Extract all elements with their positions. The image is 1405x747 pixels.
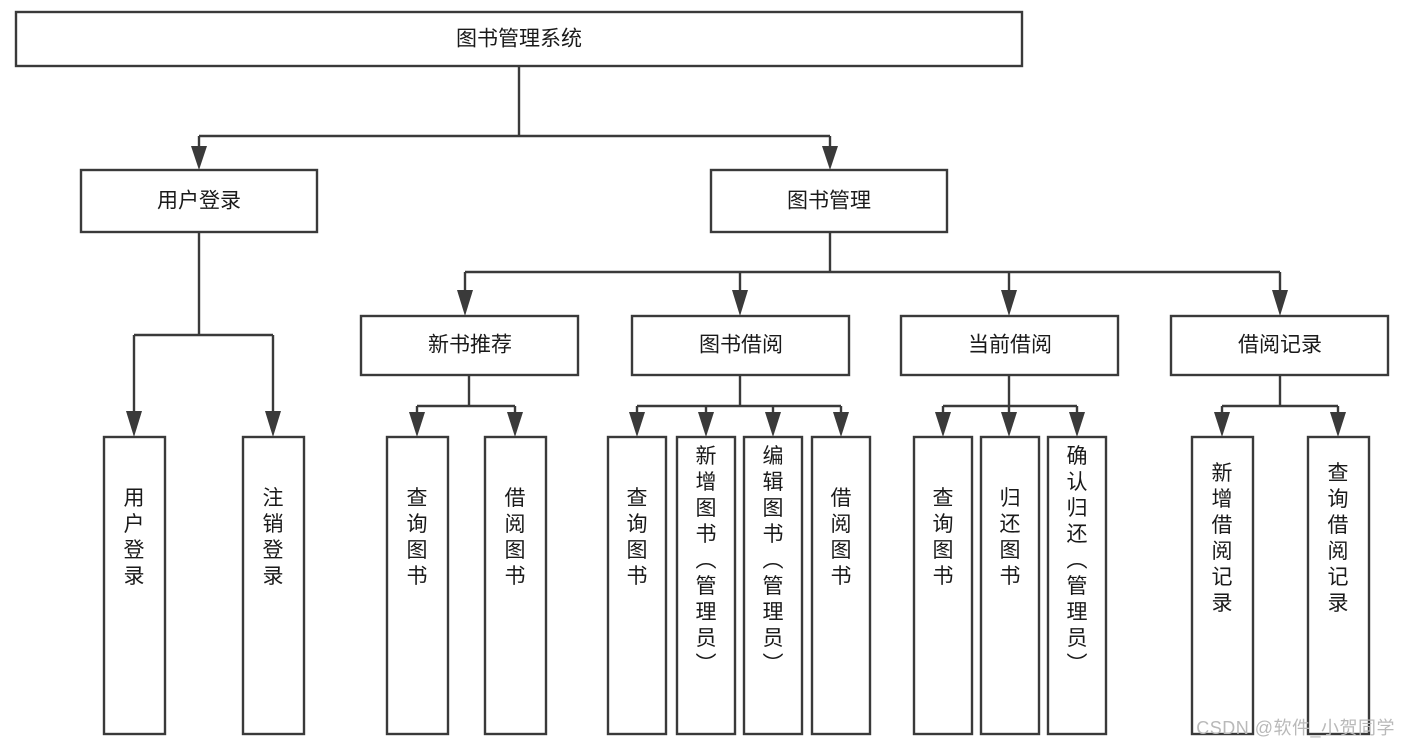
node-leaf-confirm-return[interactable]: 确认归还︵管理员︶ bbox=[1046, 435, 1108, 736]
node-user-login-box[interactable] bbox=[79, 168, 319, 234]
node-root-box[interactable] bbox=[14, 10, 1024, 68]
node-leaf-borrow-book-b-box[interactable] bbox=[810, 435, 872, 736]
arrow-head-user-login bbox=[191, 146, 207, 170]
node-leaf-logout-label: 注销登录 bbox=[263, 487, 284, 588]
node-leaf-borrow-book-rec-label: 借阅图书 bbox=[505, 487, 526, 588]
node-book-manage[interactable]: 图书管理 bbox=[709, 168, 949, 234]
arrow-head-leaf-query-record bbox=[1330, 412, 1346, 437]
node-leaf-add-book-box[interactable] bbox=[675, 435, 737, 736]
node-leaf-confirm-return-label: 确认归还︵管理员︶ bbox=[1067, 445, 1088, 676]
arrow-head-new-book-rec bbox=[457, 290, 473, 316]
node-leaf-logout-box[interactable] bbox=[241, 435, 306, 736]
node-book-manage-label: 图书管理 bbox=[787, 190, 871, 213]
node-leaf-user-login-box[interactable] bbox=[102, 435, 167, 736]
node-leaf-return-book-box[interactable] bbox=[979, 435, 1041, 736]
arrow-head-current-borrow bbox=[1001, 290, 1017, 316]
arrow-head-leaf-borrow-book-rec bbox=[507, 412, 523, 437]
node-leaf-confirm-return-box[interactable] bbox=[1046, 435, 1108, 736]
node-current-borrow-box[interactable] bbox=[899, 314, 1120, 377]
node-leaf-add-record-label: 新增借阅记录 bbox=[1212, 462, 1233, 615]
node-leaf-edit-book[interactable]: 编辑图书︵管理员︶ bbox=[742, 435, 804, 736]
leaf-nodes-layer: 用户登录 注销登录 查询图书 借阅图书 查询图书 新增图书︵管理员︶ bbox=[102, 435, 1371, 736]
node-leaf-query-book-b-label: 查询图书 bbox=[627, 487, 648, 588]
connector-layer bbox=[126, 66, 1346, 437]
node-leaf-borrow-book-rec[interactable]: 借阅图书 bbox=[483, 435, 548, 736]
node-new-book-rec[interactable]: 新书推荐 bbox=[359, 314, 580, 377]
node-leaf-query-book-c[interactable]: 查询图书 bbox=[912, 435, 974, 736]
node-leaf-return-book-label: 归还图书 bbox=[1000, 487, 1021, 588]
node-leaf-query-record-label: 查询借阅记录 bbox=[1328, 462, 1349, 615]
arrow-head-leaf-query-book-rec bbox=[409, 412, 425, 437]
node-leaf-query-book-b[interactable]: 查询图书 bbox=[606, 435, 668, 736]
node-leaf-query-book-c-box[interactable] bbox=[912, 435, 974, 736]
node-book-borrow-label: 图书借阅 bbox=[699, 334, 783, 357]
arrow-head-leaf-query-book-b bbox=[629, 412, 645, 437]
node-leaf-return-book[interactable]: 归还图书 bbox=[979, 435, 1041, 736]
arrow-head-leaf-return-book bbox=[1001, 412, 1017, 437]
node-book-borrow-box[interactable] bbox=[630, 314, 851, 377]
arrow-head-book-manage bbox=[822, 146, 838, 170]
node-leaf-edit-book-label: 编辑图书︵管理员︶ bbox=[763, 445, 784, 676]
node-book-manage-box[interactable] bbox=[709, 168, 949, 234]
node-leaf-query-book-rec-label: 查询图书 bbox=[407, 487, 428, 588]
arrow-head-leaf-edit-book bbox=[765, 412, 781, 437]
node-borrow-record-label: 借阅记录 bbox=[1238, 334, 1322, 357]
arrow-head-leaf-query-book-c bbox=[935, 412, 951, 437]
node-new-book-rec-box[interactable] bbox=[359, 314, 580, 377]
node-borrow-record[interactable]: 借阅记录 bbox=[1169, 314, 1390, 377]
arrow-head-leaf-confirm-return bbox=[1069, 412, 1085, 437]
node-leaf-borrow-book-rec-box[interactable] bbox=[483, 435, 548, 736]
node-book-borrow[interactable]: 图书借阅 bbox=[630, 314, 851, 377]
node-user-login-label: 用户登录 bbox=[157, 190, 241, 213]
arrow-head-leaf-borrow-book-b bbox=[833, 412, 849, 437]
node-leaf-logout[interactable]: 注销登录 bbox=[241, 435, 306, 736]
node-leaf-edit-book-box[interactable] bbox=[742, 435, 804, 736]
node-leaf-query-book-rec-box[interactable] bbox=[385, 435, 450, 736]
node-root[interactable]: 图书管理系统 bbox=[14, 10, 1024, 68]
node-leaf-add-book-label: 新增图书︵管理员︶ bbox=[696, 445, 717, 676]
node-leaf-query-book-b-box[interactable] bbox=[606, 435, 668, 736]
node-leaf-borrow-book-b[interactable]: 借阅图书 bbox=[810, 435, 872, 736]
node-leaf-query-book-rec[interactable]: 查询图书 bbox=[385, 435, 450, 736]
arrow-head-leaf-logout bbox=[265, 411, 281, 437]
node-new-book-rec-label: 新书推荐 bbox=[428, 334, 512, 357]
arrow-head-leaf-add-record bbox=[1214, 412, 1230, 437]
node-leaf-add-record[interactable]: 新增借阅记录 bbox=[1190, 435, 1255, 736]
csdn-watermark: CSDN @软件_小贺同学 bbox=[1196, 718, 1395, 738]
node-current-borrow-label: 当前借阅 bbox=[968, 334, 1052, 357]
node-borrow-record-box[interactable] bbox=[1169, 314, 1390, 377]
node-leaf-query-record-box[interactable] bbox=[1306, 435, 1371, 736]
node-leaf-user-login[interactable]: 用户登录 bbox=[102, 435, 167, 736]
node-leaf-query-book-c-label: 查询图书 bbox=[933, 487, 954, 588]
node-leaf-borrow-book-b-label: 借阅图书 bbox=[831, 487, 852, 588]
node-root-label: 图书管理系统 bbox=[456, 28, 582, 51]
arrow-head-borrow-record bbox=[1272, 290, 1288, 316]
arrow-head-book-borrow bbox=[732, 290, 748, 316]
node-user-login[interactable]: 用户登录 bbox=[79, 168, 319, 234]
node-leaf-add-record-box[interactable] bbox=[1190, 435, 1255, 736]
arrow-head-leaf-user-login bbox=[126, 411, 142, 437]
node-leaf-user-login-label: 用户登录 bbox=[124, 487, 145, 588]
node-leaf-add-book[interactable]: 新增图书︵管理员︶ bbox=[675, 435, 737, 736]
node-current-borrow[interactable]: 当前借阅 bbox=[899, 314, 1120, 377]
node-leaf-query-record[interactable]: 查询借阅记录 bbox=[1306, 435, 1371, 736]
arrow-head-leaf-add-book bbox=[698, 412, 714, 437]
